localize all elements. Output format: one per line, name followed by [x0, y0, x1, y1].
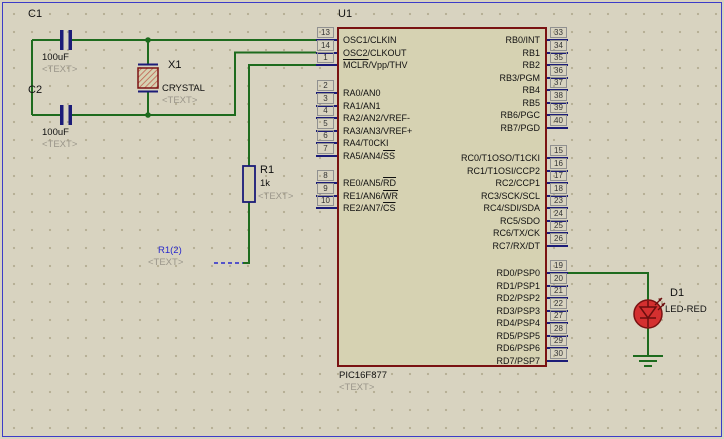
pin-number: 37 [550, 77, 567, 88]
pin-number: 27 [550, 310, 567, 321]
pin-name: RC3/SCK/SCL [380, 191, 540, 201]
pin-number: 5 [317, 118, 334, 129]
pin-name: RD3/PSP3 [380, 306, 540, 316]
chip-pin-7[interactable] [316, 155, 337, 157]
pin-name: RB5 [380, 98, 540, 108]
pin-name: RC5/SDO [380, 216, 540, 226]
pin-name: RB2 [380, 60, 540, 70]
pin-number: 40 [550, 115, 567, 126]
pin-number: 21 [550, 285, 567, 296]
pin-name: RC7/RX/DT [380, 241, 540, 251]
pin-name: RD2/PSP2 [380, 293, 540, 303]
pin-name: RD1/PSP1 [380, 281, 540, 291]
pin-name: RA4/T0CKI [343, 138, 389, 148]
chip-pin-1[interactable] [316, 64, 337, 66]
pin-name: RC0/T1OSO/T1CKI [380, 153, 540, 163]
chip-text-placeholder: <TEXT> [339, 383, 374, 393]
chip-value-label[interactable]: PIC16F877 [339, 371, 387, 381]
capacitor-c1-symbol[interactable] [60, 30, 72, 50]
r1-value-label[interactable]: 1k [260, 179, 270, 189]
pin-number: 39 [550, 102, 567, 113]
wire-label-r1-2[interactable]: R1(2) [158, 246, 182, 256]
pin-number: 19 [550, 260, 567, 271]
x1-ref-label[interactable]: X1 [168, 59, 181, 71]
d1-ref-label[interactable]: D1 [670, 287, 684, 299]
pin-number: 36 [550, 65, 567, 76]
pin-number: 18 [550, 183, 567, 194]
x1-value-label[interactable]: CRYSTAL [162, 84, 205, 94]
pin-number: 26 [550, 233, 567, 244]
pin-number: 7 [317, 143, 334, 154]
c1-text-placeholder: <TEXT> [42, 65, 77, 75]
chip-pin-26[interactable] [547, 245, 568, 247]
pin-number: 24 [550, 208, 567, 219]
pin-name: RD4/PSP4 [380, 318, 540, 328]
pin-number: 28 [550, 323, 567, 334]
ground-symbol[interactable] [633, 356, 663, 366]
pin-name: RB1 [380, 48, 540, 58]
pin-number: 35 [550, 52, 567, 63]
r1-text-placeholder: <TEXT> [258, 192, 293, 202]
pin-number: 15 [550, 145, 567, 156]
pin-name: RC4/SDI/SDA [380, 203, 540, 213]
pin-number: 17 [550, 170, 567, 181]
c1-ref-label[interactable]: C1 [28, 8, 42, 20]
r1-ref-label[interactable]: R1 [260, 164, 274, 176]
pin-number: 29 [550, 335, 567, 346]
pin-number: 1 [317, 52, 334, 63]
pin-number: 20 [550, 273, 567, 284]
pin-number: 30 [550, 348, 567, 359]
led-d1-symbol[interactable] [634, 298, 665, 328]
chip-ref-label[interactable]: U1 [338, 8, 352, 20]
c1-value-label[interactable]: 100uF [42, 53, 69, 63]
x1-text-placeholder: <TEXT> [162, 96, 197, 106]
d1-value-label[interactable]: LED-RED [665, 305, 707, 315]
pin-number: 38 [550, 90, 567, 101]
pin-number: 3 [317, 93, 334, 104]
pin-name: RB3/PGM [380, 73, 540, 83]
pin-number: 8 [317, 170, 334, 181]
resistor-r1-symbol[interactable] [243, 166, 255, 202]
terminal-text-placeholder: <TEXT> [148, 258, 183, 268]
pin-number: 14 [317, 40, 334, 51]
pin-number: 23 [550, 195, 567, 206]
pin-name: RB4 [380, 85, 540, 95]
pin-name: RD5/PSP5 [380, 331, 540, 341]
pin-name: RC6/TX/CK [380, 228, 540, 238]
c2-value-label[interactable]: 100uF [42, 128, 69, 138]
pin-number: 34 [550, 40, 567, 51]
pin-name: RB0/INT [380, 35, 540, 45]
crystal-x1-symbol[interactable] [138, 65, 158, 92]
pin-name: RC2/CCP1 [380, 178, 540, 188]
pin-number: 9 [317, 183, 334, 194]
pin-number: 2 [317, 80, 334, 91]
pin-name: RB6/PGC [380, 110, 540, 120]
pin-name: RA0/AN0 [343, 88, 381, 98]
pin-number: 4 [317, 105, 334, 116]
pin-number: 33 [550, 27, 567, 38]
pin-number: 25 [550, 220, 567, 231]
pin-number: 13 [317, 27, 334, 38]
pin-number: 16 [550, 158, 567, 169]
chip-pin-30[interactable] [547, 360, 568, 362]
pin-name: RC1/T1OSI/CCP2 [380, 166, 540, 176]
chip-pin-10[interactable] [316, 207, 337, 209]
pin-name: RD7/PSP7 [380, 356, 540, 366]
pin-number: 10 [317, 195, 334, 206]
pin-name: RA1/AN1 [343, 101, 381, 111]
pin-number: 22 [550, 298, 567, 309]
capacitor-c2-symbol[interactable] [60, 105, 72, 125]
chip-pin-40[interactable] [547, 127, 568, 129]
pin-name: RB7/PGD [380, 123, 540, 133]
pin-name: RD6/PSP6 [380, 343, 540, 353]
pin-number: 6 [317, 130, 334, 141]
pin-name: RD0/PSP0 [380, 268, 540, 278]
c2-text-placeholder: <TEXT> [42, 140, 77, 150]
c2-ref-label[interactable]: C2 [28, 84, 42, 96]
